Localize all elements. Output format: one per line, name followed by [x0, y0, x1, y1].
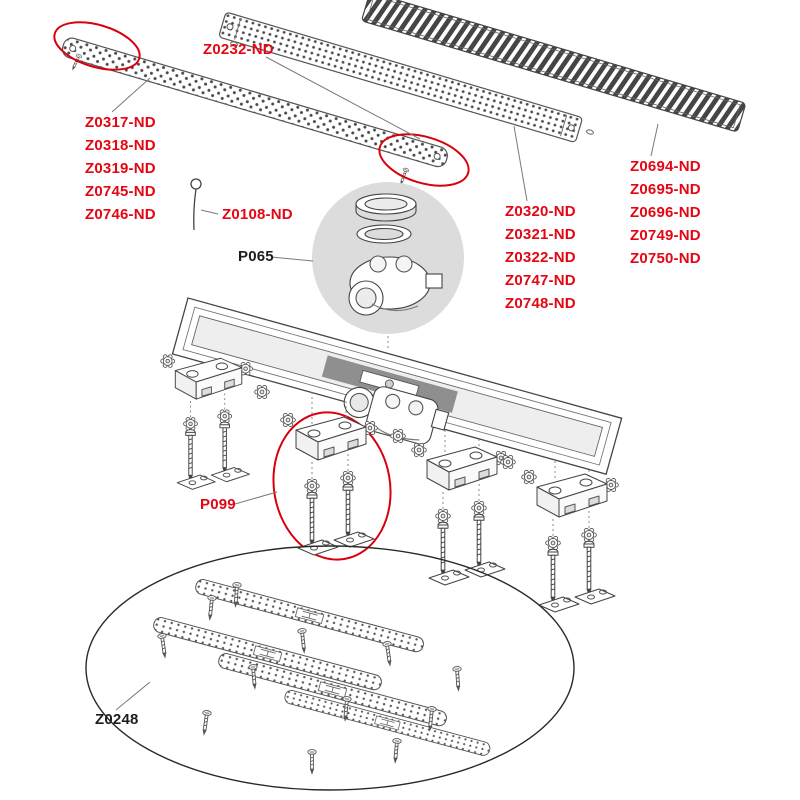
label-grate-c-1: Z0694-ND: [630, 158, 701, 175]
label-grate-b-4: Z0747-ND: [505, 272, 576, 289]
label-grate-c-2: Z0695-ND: [630, 181, 701, 198]
leader-lines: [111, 56, 659, 711]
leader-mounting-kit: [234, 491, 278, 505]
label-grate-b-5: Z0748-ND: [505, 295, 576, 312]
highlight-ellipse-grate-right-end: [378, 133, 470, 187]
label-grate-c-3: Z0696-ND: [630, 204, 701, 221]
loose-wingnut-1: [254, 384, 270, 400]
leader-hook-pin: [200, 209, 219, 215]
label-grate-a-5: Z0746-ND: [85, 206, 156, 223]
bracket-assembly-4: [522, 470, 619, 612]
bracket-assembly-1: [161, 355, 253, 490]
label-grate-a-3: Z0319-ND: [85, 160, 156, 177]
highlight-ellipse-mounting-kit: [272, 411, 392, 561]
grate-perforated-top-left: [61, 37, 448, 168]
grate-middle-pin-right: [586, 129, 594, 135]
leader-grate-b: [513, 125, 528, 202]
leader-grate-screw: [265, 56, 421, 140]
label-grate-a-4: Z0745-ND: [85, 183, 156, 200]
grate-middle-pin-left: [230, 41, 238, 47]
label-hook-pin: Z0108-ND: [222, 206, 293, 223]
label-grate-b-1: Z0320-ND: [505, 203, 576, 220]
label-grate-c-4: Z0749-ND: [630, 227, 701, 244]
label-grate-c-5: Z0750-ND: [630, 250, 701, 267]
label-grate-b-3: Z0322-ND: [505, 249, 576, 266]
label-grate-a-2: Z0318-ND: [85, 137, 156, 154]
label-siphon-kit: P065: [238, 248, 274, 265]
label-grate-screw: Z0232-ND: [203, 41, 274, 58]
bracket-assembly-2: [281, 413, 378, 555]
label-grate-a-1: Z0317-ND: [85, 114, 156, 131]
loose-wingnut-3: [500, 454, 516, 470]
label-mounting-kit: P099: [200, 496, 236, 513]
tile-strip-kit: [85, 545, 575, 791]
bracket-assembly-3: [412, 443, 509, 585]
siphon-detail-bubble: [312, 182, 464, 334]
highlight-ellipses: [53, 21, 470, 561]
tile-strip-kit-ellipse: [85, 545, 575, 791]
leader-siphon-kit: [270, 256, 314, 262]
leader-grate-c: [650, 123, 659, 157]
leader-grate-a: [111, 77, 151, 113]
highlight-ellipse-grate-left-end: [53, 21, 141, 71]
grate-slatted-right: [361, 0, 746, 132]
loose-wingnut-2: [390, 428, 406, 444]
label-tile-strip-kit: Z0248: [95, 711, 139, 728]
leader-tile-strip-kit: [115, 681, 151, 711]
label-grate-b-2: Z0321-ND: [505, 226, 576, 243]
hook-pin-part: [190, 178, 202, 231]
grate-perforated-middle: [218, 12, 583, 143]
drain-channel-body: [171, 297, 623, 475]
